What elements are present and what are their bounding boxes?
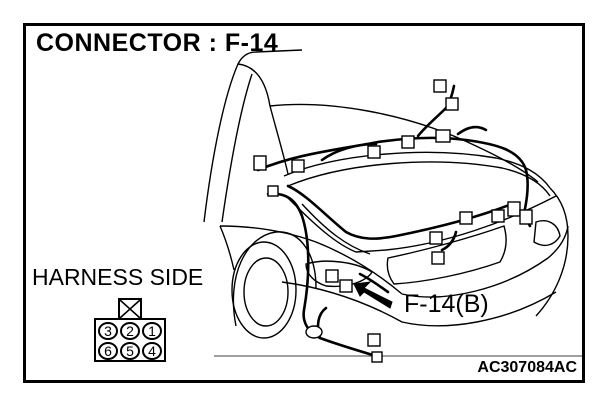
harness-grommet xyxy=(305,325,323,339)
harness-connector xyxy=(445,97,459,111)
connector-pin-grid: 3 2 1 6 5 4 xyxy=(94,318,166,362)
harness-connector xyxy=(429,231,443,245)
harness-connector xyxy=(507,201,521,217)
harness-connector xyxy=(291,159,305,173)
callout-arrow xyxy=(353,281,393,309)
harness-connector xyxy=(325,269,339,283)
connector-pin: 2 xyxy=(120,322,140,340)
harness-connector xyxy=(401,135,415,149)
harness-connector xyxy=(367,333,381,347)
harness-connector xyxy=(519,209,533,225)
figure-code: AC307084AC xyxy=(477,359,577,376)
harness-connectors xyxy=(253,79,533,363)
harness-connector xyxy=(431,251,445,265)
diagram-frame: CONNECTOR : F-14 HARNESS SIDE F-14(B) AC… xyxy=(23,23,585,383)
car-body-outline xyxy=(203,49,582,357)
wiring-harness xyxy=(256,84,532,358)
harness-connector xyxy=(371,351,383,363)
harness-connector xyxy=(435,129,451,143)
connector-callout-label: F-14(B) xyxy=(404,290,489,318)
connector-lock-tab xyxy=(118,298,142,320)
harness-connector xyxy=(267,185,279,197)
connector-pin: 6 xyxy=(98,342,118,360)
connector-title: CONNECTOR : F-14 xyxy=(36,29,279,57)
connector-pin: 5 xyxy=(120,342,140,360)
connector-face-diagram: 3 2 1 6 5 4 xyxy=(94,298,166,364)
connector-pin: 3 xyxy=(98,322,118,340)
connector-pin: 4 xyxy=(142,342,162,360)
harness-connector xyxy=(433,79,447,93)
vehicle-rear-drawing xyxy=(203,49,582,363)
harness-connector xyxy=(339,279,353,293)
cross-mark-icon xyxy=(120,300,140,318)
connector-pin: 1 xyxy=(142,322,162,340)
harness-connector xyxy=(491,209,505,223)
harness-connector xyxy=(459,211,473,225)
harness-side-label: HARNESS SIDE xyxy=(32,264,204,290)
harness-connector xyxy=(367,145,381,159)
harness-connector xyxy=(253,155,267,171)
